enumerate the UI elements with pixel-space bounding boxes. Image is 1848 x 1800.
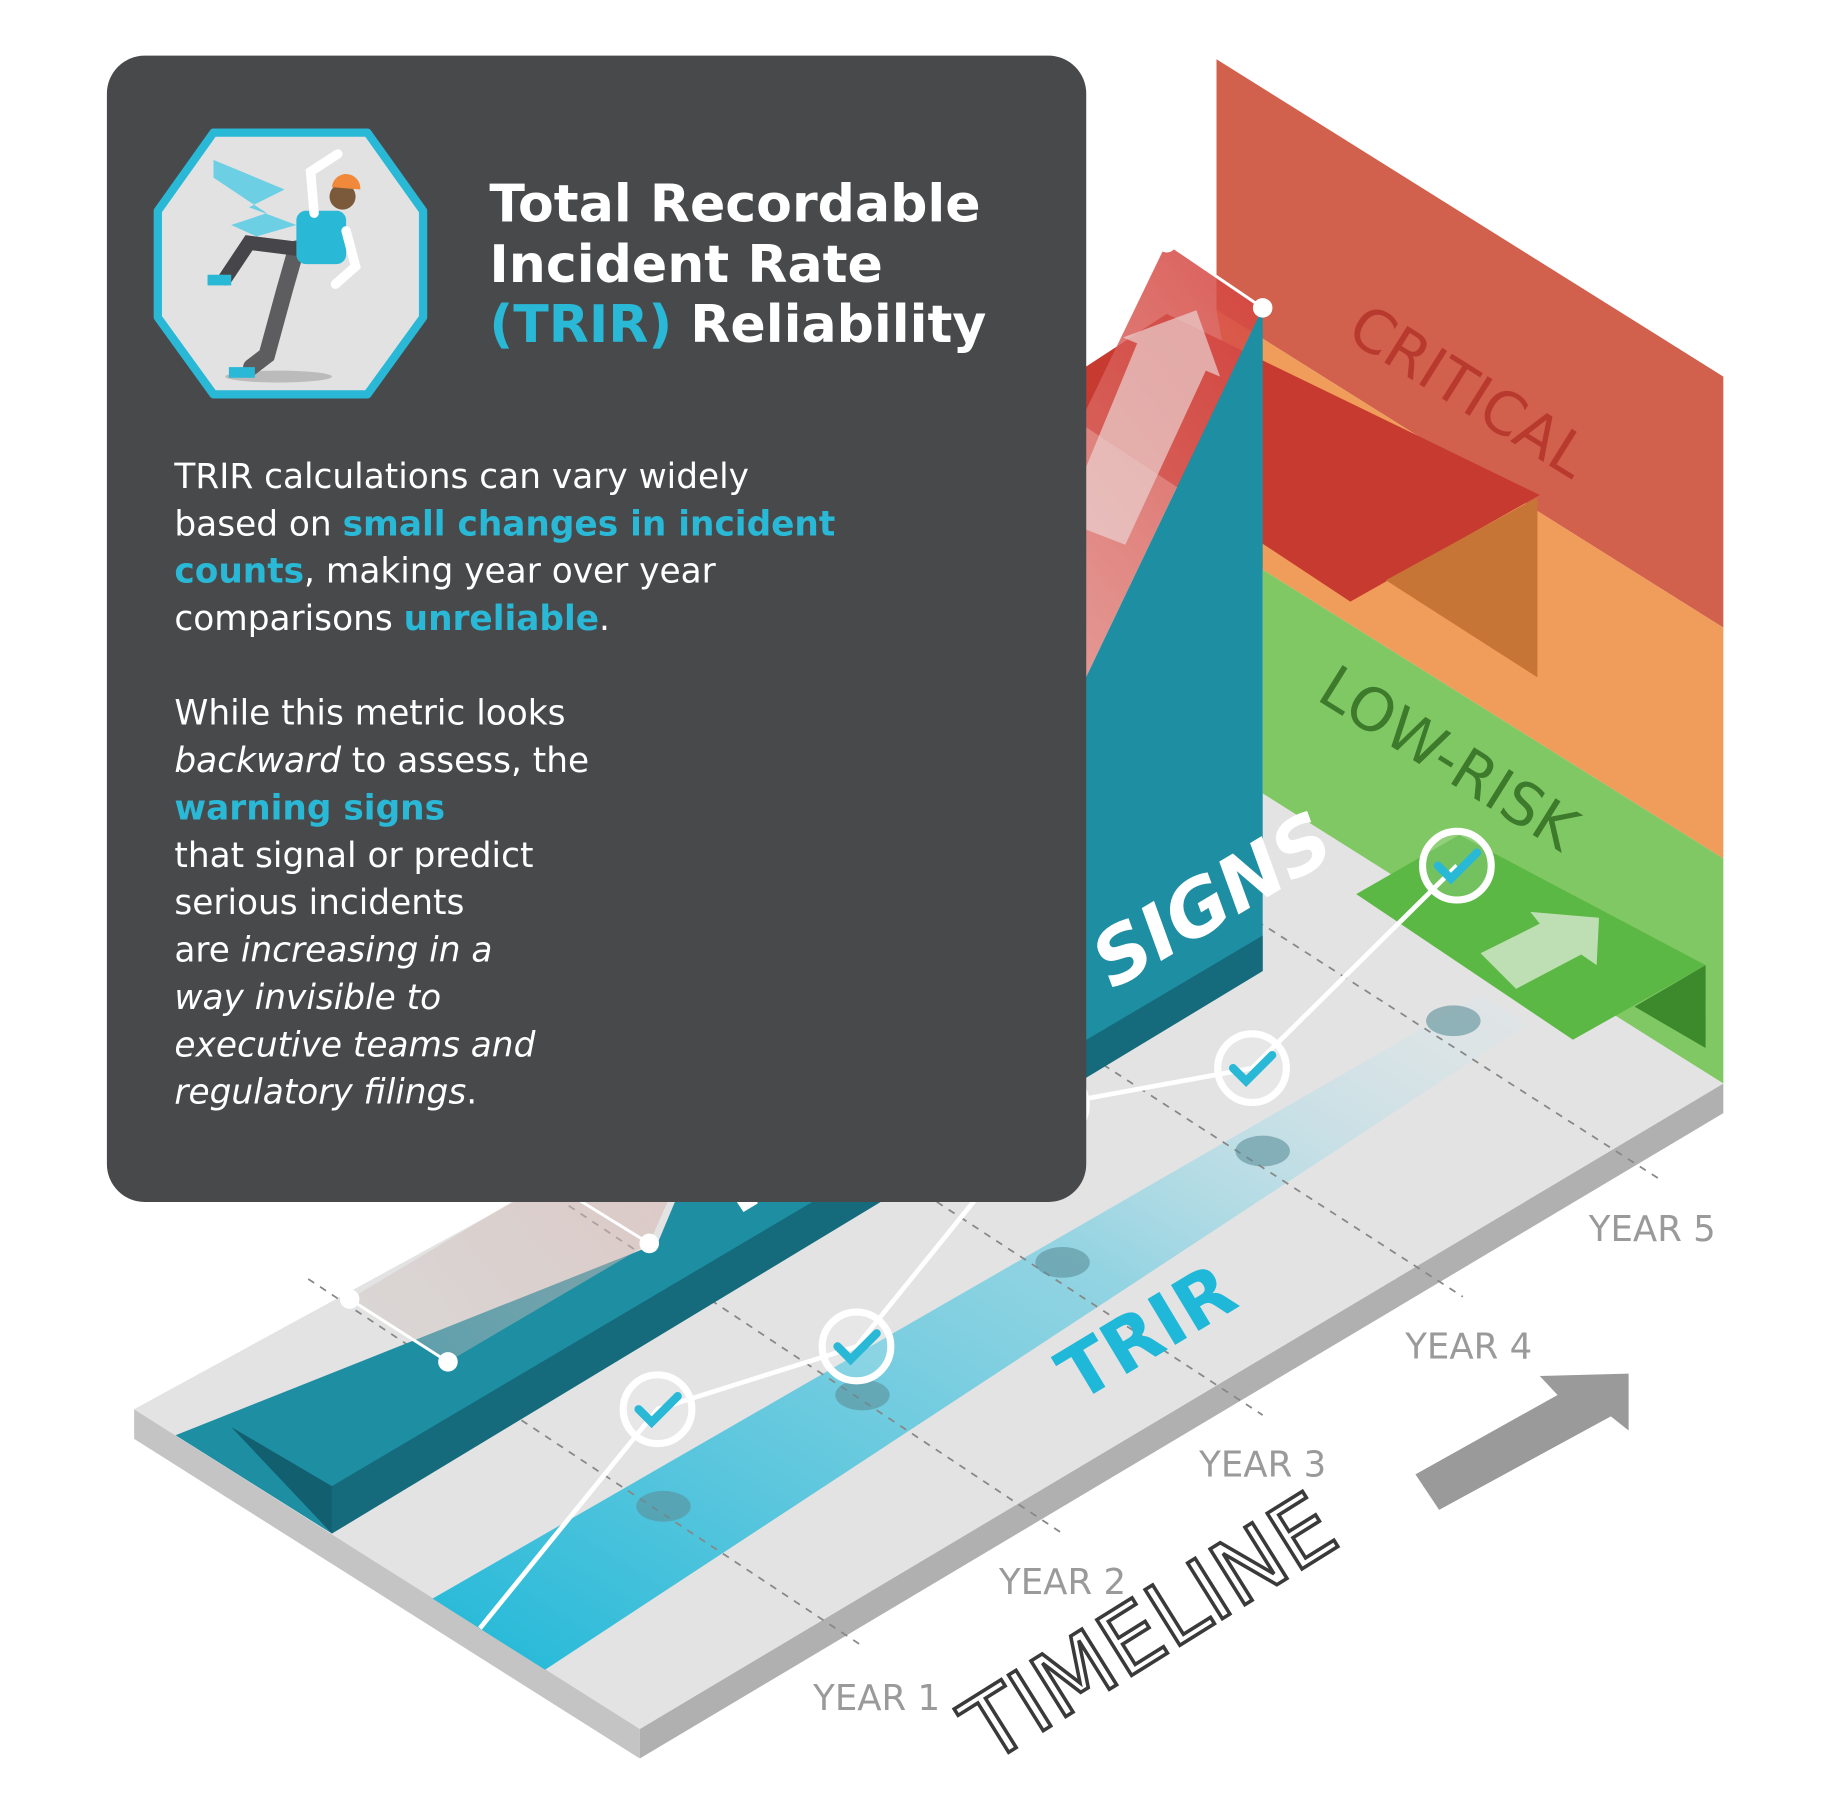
svg-text:Incident Rate: Incident Rate (489, 235, 882, 295)
svg-text:warning signs: warning signs (174, 788, 445, 828)
timeline-arrow-icon (1415, 1373, 1629, 1510)
page-title: Total Recordable Incident Rate (TRIR) Re… (489, 174, 986, 355)
svg-text:counts, making year over year: counts, making year over year (174, 552, 716, 592)
svg-text:backward to assess, the: backward to assess, the (174, 741, 589, 781)
svg-text:(TRIR) Reliability: (TRIR) Reliability (489, 295, 986, 355)
trend-arrow-red (1063, 310, 1221, 545)
info-panel: Total Recordable Incident Rate (TRIR) Re… (106, 55, 1087, 1202)
checkpoint-circle (1214, 1030, 1290, 1107)
checkmark-icon (1433, 848, 1482, 885)
checkpoint-circle (818, 1308, 895, 1385)
svg-text:executive teams and: executive teams and (174, 1025, 535, 1065)
checkpoint-circle (1419, 827, 1495, 904)
warning-paragraph: While this metric looks backward to asse… (174, 694, 589, 1113)
trend-arrow-green (1480, 911, 1599, 989)
svg-text:are increasing in a: are increasing in a (174, 931, 492, 971)
intro-paragraph: TRIR calculations can vary widely based … (173, 457, 835, 639)
svg-text:way invisible to: way invisible to (174, 978, 441, 1018)
checkmark-icon (833, 1329, 881, 1366)
svg-text:serious incidents: serious incidents (174, 883, 464, 923)
svg-text:regulatory filings.: regulatory filings. (174, 1073, 477, 1113)
year-label: YEAR 5 (1588, 1209, 1716, 1250)
svg-text:based on small changes in inci: based on small changes in incident (174, 504, 835, 544)
svg-text:TRIR calculations can vary wid: TRIR calculations can vary widely (173, 457, 749, 497)
critical-zone (1216, 59, 1724, 628)
year-label: YEAR 1 (812, 1678, 940, 1719)
shadow-dots (636, 1005, 1481, 1522)
year-label: YEAR 4 (1404, 1326, 1532, 1367)
year-label: YEAR 2 (998, 1562, 1126, 1603)
warning-signs-line (478, 863, 1459, 1630)
svg-text:Total Recordable: Total Recordable (489, 174, 980, 234)
checkmark-icon (634, 1392, 682, 1429)
svg-text:While this metric looks: While this metric looks (174, 694, 565, 734)
svg-text:that signal or predict: that signal or predict (174, 836, 533, 876)
svg-text:comparisons unreliable.: comparisons unreliable. (174, 599, 610, 639)
checkmark-icon (1228, 1050, 1277, 1088)
year-label: YEAR 3 (1198, 1445, 1326, 1486)
checkpoint-circle (619, 1371, 696, 1448)
falling-worker-octagon-icon (153, 128, 428, 399)
year-axis: YEAR 1 YEAR 2 YEAR 3 YEAR 4 YEAR 5 (812, 1209, 1716, 1719)
